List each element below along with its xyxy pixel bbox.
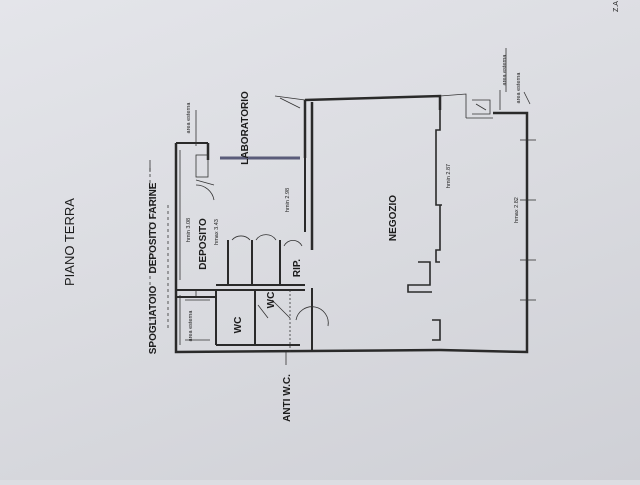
outer-walls	[174, 94, 529, 354]
note-area-esterna-far: area esterna	[516, 72, 522, 104]
room-rip: RIP.	[292, 259, 303, 277]
room-negozio: NEGOZIO	[388, 195, 399, 241]
height-deposito-max: hmax 3.43	[214, 219, 220, 245]
room-wc-2: WC	[266, 292, 277, 309]
room-laboratorio: LABORATORIO	[240, 91, 251, 165]
room-anti-wc: ANTI W.C.	[282, 374, 293, 422]
inner-partitions	[149, 90, 536, 352]
corner-mark: Z.A	[613, 1, 620, 12]
height-laboratorio: hmin 2.98	[285, 188, 291, 212]
floor-title: PIANO TERRA	[62, 198, 77, 286]
room-deposito: DEPOSITO	[198, 218, 209, 270]
note-area-esterna-top: area esterna	[186, 102, 192, 134]
room-deposito-farine: DEPOSITO FARINE	[148, 182, 159, 273]
note-area-esterna-right: area esterna	[502, 54, 508, 86]
room-spogliatoio: SPOGLIATOIO	[148, 286, 159, 355]
height-negozio-2: hmax 2.82	[514, 197, 520, 223]
room-wc-1: WC	[233, 317, 244, 334]
height-negozio-1: hmin 2.87	[446, 164, 452, 188]
height-deposito: hmin 3.08	[186, 218, 192, 242]
note-area-esterna-left: area esterna	[188, 310, 194, 342]
